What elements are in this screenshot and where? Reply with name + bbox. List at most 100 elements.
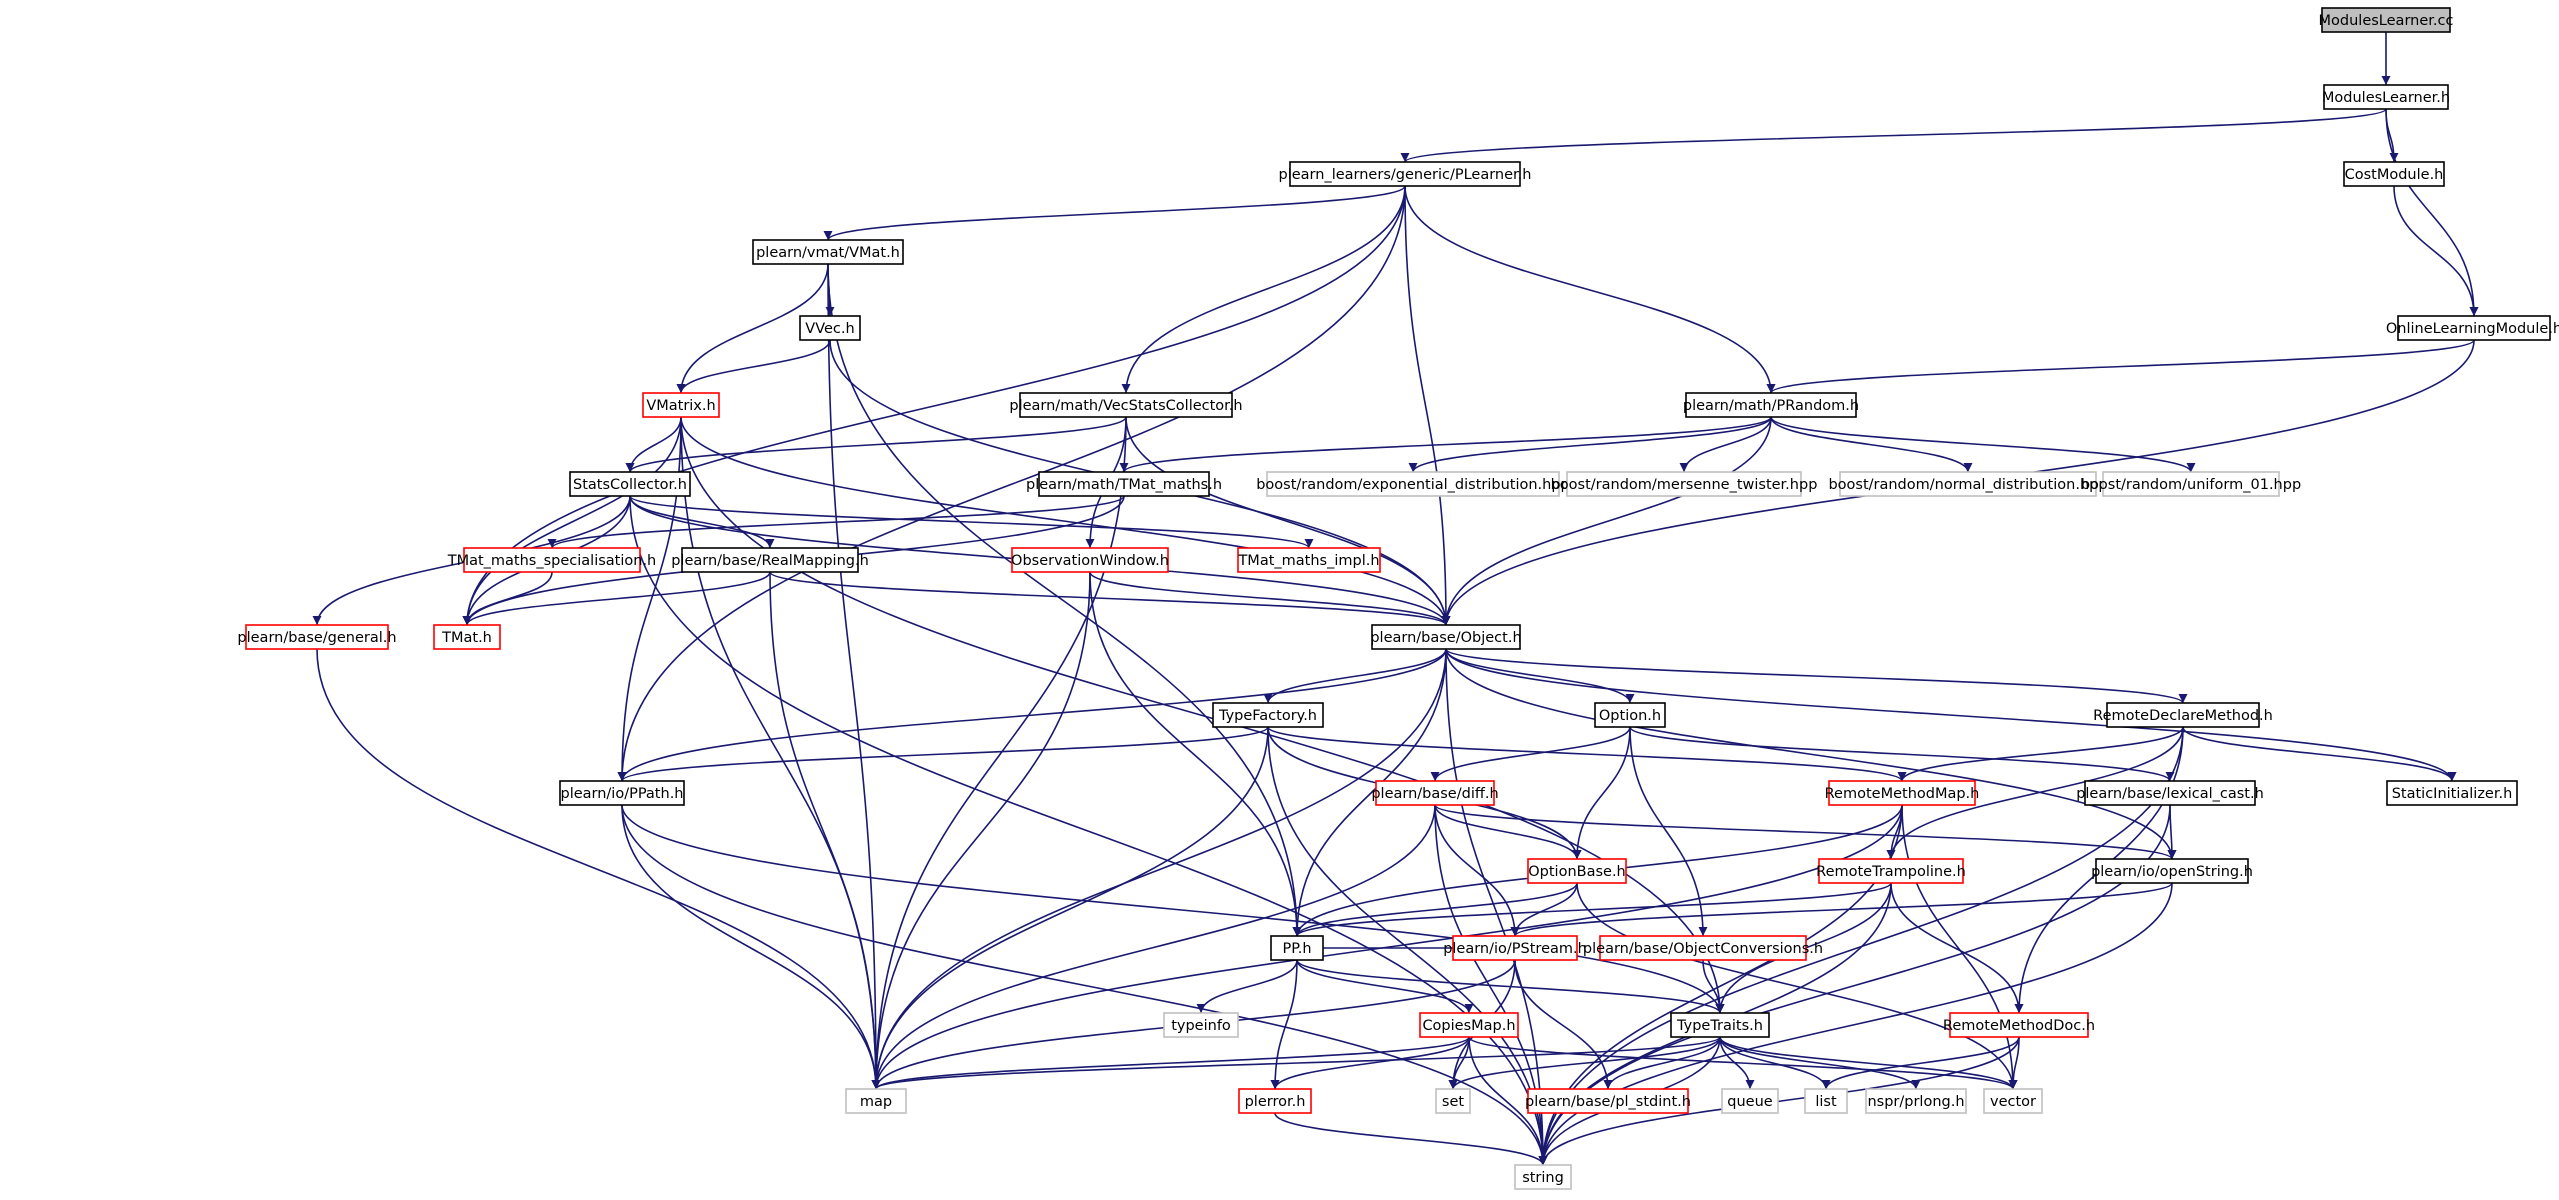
node-box	[1818, 858, 1964, 884]
edge-diff-to-optionbase	[1434, 804, 1582, 860]
edge-vecstats-to-map	[871, 416, 1127, 1090]
node-box	[1527, 858, 1627, 884]
node-statscoll[interactable]: StatsCollector.h	[569, 471, 691, 497]
node-plerror[interactable]: plerror.h	[1238, 1088, 1312, 1114]
edge-object-to-ppath	[617, 648, 1447, 782]
node-remotemap[interactable]: RemoteMethodMap.h	[1825, 780, 1980, 806]
node-plearner[interactable]: plearn_learners/generic/PLearner.h	[1279, 161, 1532, 187]
edge-remotedecl-to-staticinit	[2182, 726, 2457, 782]
node-label: RemoteMethodMap.h	[1825, 786, 1980, 802]
node-vmatrix[interactable]: VMatrix.h	[642, 392, 720, 418]
node-stdint[interactable]: plearn/base/pl_stdint.h	[1525, 1088, 1691, 1114]
node-box	[1435, 1088, 1471, 1114]
node-set: set	[1435, 1088, 1471, 1114]
node-remotedecl[interactable]: RemoteDeclareMethod.h	[2093, 702, 2273, 728]
node-vvec[interactable]: VVec.h	[799, 315, 861, 341]
node-label: plearn/base/lexical_cast.h	[2076, 786, 2264, 802]
node-typefactory[interactable]: TypeFactory.h	[1212, 702, 1324, 728]
edge-typetraits-to-stdint	[1603, 1036, 1721, 1090]
node-objconv[interactable]: plearn/base/ObjectConversions.h	[1583, 935, 1823, 961]
edge-statscoll-to-tmimpl	[629, 495, 1314, 549]
node-vecstats[interactable]: plearn/math/VecStatsCollector.h	[1009, 392, 1243, 418]
node-openstring[interactable]: plearn/io/openString.h	[2091, 858, 2253, 884]
node-box	[1594, 702, 1666, 728]
node-box	[1839, 471, 2097, 497]
node-box	[569, 471, 691, 497]
node-label: boost/random/normal_distribution.hpp	[1828, 477, 2107, 493]
edge-copiesmap-to-map	[871, 1036, 1470, 1090]
node-label: RemoteTrampoline.h	[1816, 864, 1966, 880]
edge-optionbase-to-pp	[1292, 882, 1578, 937]
node-label: OptionBase.h	[1528, 864, 1626, 880]
edge-general-to-map	[316, 648, 881, 1090]
edge-costmod-to-olm	[2393, 185, 2479, 317]
node-box	[845, 1088, 907, 1114]
node-optionbase[interactable]: OptionBase.h	[1527, 858, 1627, 884]
node-obswin[interactable]: ObservationWindow.h	[1011, 547, 1169, 573]
edge-remotedoc-to-string	[1538, 1036, 2020, 1166]
node-pstream[interactable]: plearn/io/PStream.h	[1443, 935, 1587, 961]
node-label: StatsCollector.h	[573, 477, 687, 493]
edge-diff-to-openstring	[1434, 804, 2177, 860]
node-box	[2397, 315, 2551, 341]
node-label: plearn/base/pl_stdint.h	[1525, 1094, 1691, 1110]
node-box	[1865, 1088, 1967, 1114]
node-ppath[interactable]: plearn/io/PPath.h	[559, 780, 685, 806]
node-box	[1685, 392, 1857, 418]
node-box	[2106, 702, 2260, 728]
node-modh[interactable]: ModulesLearner.h	[2322, 84, 2450, 110]
edge-plearner-to-prandom	[1404, 185, 1776, 394]
node-tmspec[interactable]: TMat_maths_specialisation.h	[447, 547, 657, 573]
node-option[interactable]: Option.h	[1594, 702, 1666, 728]
node-label: VVec.h	[805, 321, 854, 337]
node-bexp: boost/random/exponential_distribution.hp…	[1256, 471, 1570, 497]
node-label: map	[860, 1094, 892, 1110]
node-costmod[interactable]: CostModule.h	[2343, 161, 2445, 187]
edge-prandom-to-bnorm	[1770, 416, 1973, 473]
node-remotetramp[interactable]: RemoteTrampoline.h	[1816, 858, 1966, 884]
edge-plearner-to-vecstats	[1121, 185, 1406, 394]
node-tmatmaths[interactable]: plearn/math/TMat_maths.h	[1026, 471, 1222, 497]
node-label: TypeFactory.h	[1218, 708, 1317, 724]
node-diff[interactable]: plearn/base/diff.h	[1371, 780, 1499, 806]
node-olm[interactable]: OnlineLearningModule.h	[2386, 315, 2559, 341]
edge-prandom-to-buni	[1770, 416, 2196, 473]
node-copiesmap[interactable]: CopiesMap.h	[1419, 1012, 1519, 1038]
node-box	[2321, 7, 2451, 33]
edge-object-to-remotedecl	[1445, 648, 2188, 704]
node-typetraits[interactable]: TypeTraits.h	[1670, 1012, 1770, 1038]
node-box	[1375, 780, 1495, 806]
edge-vmatrix-to-typetraits	[680, 416, 1725, 1014]
node-tmat[interactable]: TMat.h	[433, 624, 501, 650]
node-box	[1670, 1012, 1770, 1038]
edge-ppath-to-typetraits	[621, 804, 1725, 1014]
node-box	[1419, 1012, 1519, 1038]
edge-remotetramp-to-pp	[1292, 882, 1892, 937]
node-label: plearn/base/ObjectConversions.h	[1583, 941, 1823, 957]
node-prandom[interactable]: plearn/math/PRandom.h	[1683, 392, 1859, 418]
edge-ppath-to-map	[621, 804, 881, 1090]
node-remotedoc[interactable]: RemoteMethodDoc.h	[1943, 1012, 2095, 1038]
node-box	[1721, 1088, 1779, 1114]
node-label: PP.h	[1282, 941, 1311, 957]
dependency-edges	[312, 32, 2479, 1166]
node-realmap[interactable]: plearn/base/RealMapping.h	[671, 547, 869, 573]
node-box	[2084, 780, 2256, 806]
edge-pp-to-plerror	[1270, 959, 1298, 1090]
node-vmat[interactable]: plearn/vmat/VMat.h	[752, 239, 904, 265]
edge-option-to-lexcast	[1629, 726, 2175, 782]
node-box	[1289, 161, 1521, 187]
node-label: boost/random/mersenne_twister.hpp	[1551, 477, 1818, 493]
node-box	[463, 547, 641, 573]
node-tmimpl[interactable]: TMat_maths_impl.h	[1237, 547, 1381, 573]
node-root[interactable]: ModulesLearner.cc	[2319, 7, 2454, 33]
edge-copiesmap-to-vector	[1468, 1036, 2018, 1090]
node-object[interactable]: plearn/base/Object.h	[1370, 624, 1522, 650]
node-staticinit[interactable]: StaticInitializer.h	[2386, 780, 2518, 806]
edge-vmatrix-to-object	[680, 416, 1451, 626]
node-general[interactable]: plearn/base/general.h	[237, 624, 397, 650]
edge-prandom-to-bexp	[1408, 416, 1772, 473]
node-lexcast[interactable]: plearn/base/lexical_cast.h	[2076, 780, 2264, 806]
node-pp[interactable]: PP.h	[1270, 935, 1324, 961]
